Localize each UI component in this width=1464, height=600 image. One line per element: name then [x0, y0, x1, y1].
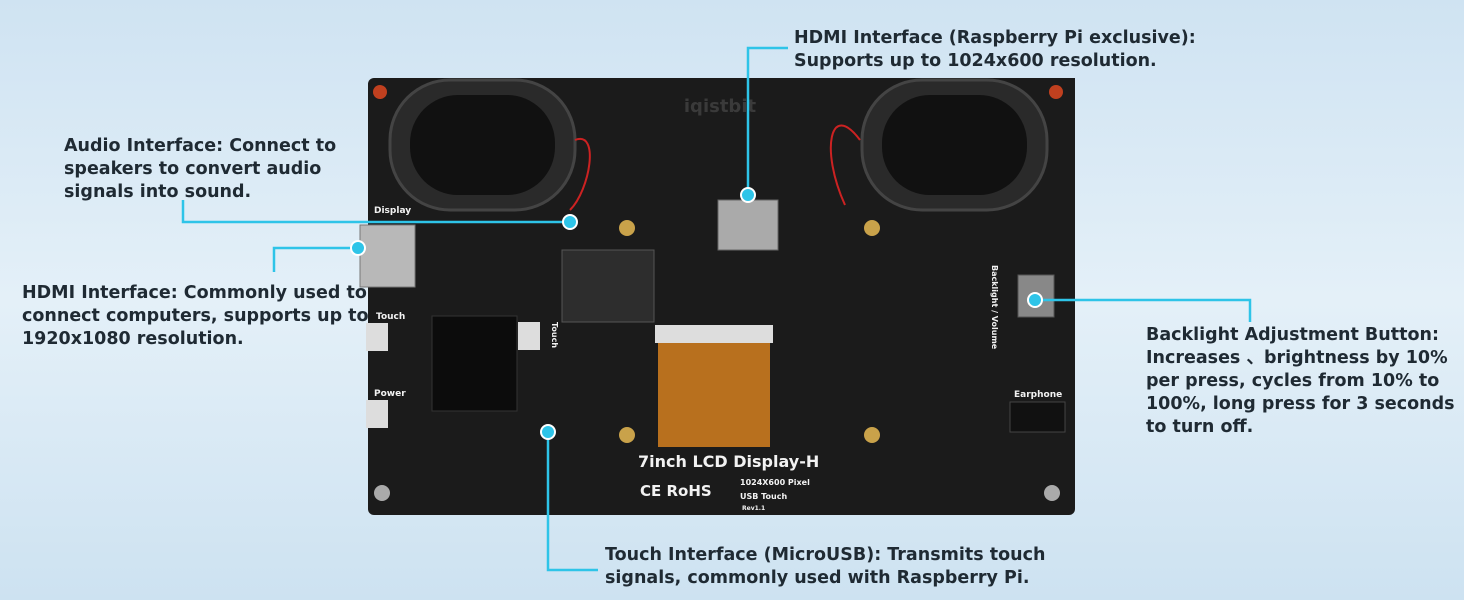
chip	[561, 249, 655, 323]
callout-line-audio	[181, 200, 570, 224]
speaker-right	[860, 78, 1049, 212]
speaker-left	[388, 78, 577, 212]
callout-touch: Touch Interface (MicroUSB): Transmits to…	[605, 545, 1046, 588]
callout-hdmi-left: HDMI Interface: Commonly used to connect…	[22, 283, 369, 349]
micro-usb-power	[366, 400, 388, 428]
revision-label: Rev1.1	[742, 505, 765, 512]
usb-touch-label: USB Touch	[740, 492, 787, 501]
callout-hdmi-top: HDMI Interface (Raspberry Pi exclusive):…	[794, 28, 1196, 71]
callout-line-hdmi-top	[746, 46, 788, 195]
callout-line-backlight	[1035, 298, 1252, 322]
label-backlight: Backlight / Volume	[990, 265, 999, 350]
fpc-ribbon	[658, 325, 770, 447]
certifications: CE RoHS	[640, 482, 712, 500]
label-display: Display	[374, 206, 411, 216]
brand-logo: iqistbit	[684, 96, 757, 117]
model-name: 7inch LCD Display-H	[638, 452, 819, 471]
hdmi-port-left	[359, 224, 416, 288]
label-earphone: Earphone	[1014, 390, 1062, 400]
callout-line-hdmi-left	[272, 246, 358, 272]
micro-usb-touch-2	[518, 322, 540, 350]
label-touch-vertical: Touch	[550, 322, 559, 348]
label-touch: Touch	[376, 312, 405, 322]
resolution-label: 1024X600 Pixel	[740, 478, 810, 487]
earphone-jack	[1009, 401, 1066, 433]
callout-backlight: Backlight Adjustment Button: Increases 、…	[1146, 325, 1455, 437]
callout-audio: Audio Interface: Connect to speakers to …	[64, 136, 337, 202]
hdmi-port-top	[717, 199, 779, 251]
micro-usb-touch	[366, 323, 388, 351]
label-power: Power	[374, 389, 406, 399]
callout-line-touch	[546, 432, 598, 572]
